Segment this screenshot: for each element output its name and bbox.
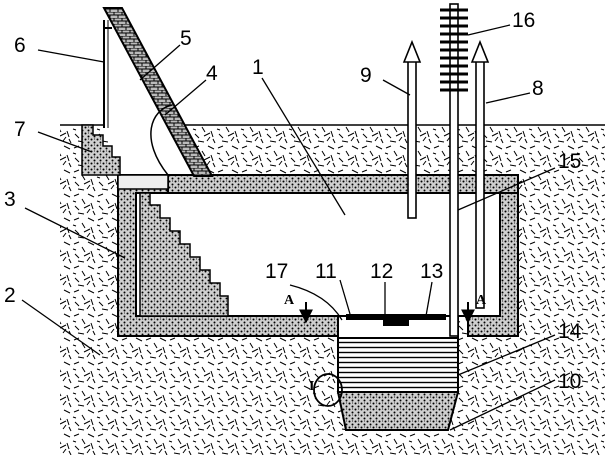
label-4: 4 [206,62,218,85]
label-2: 2 [4,284,16,307]
label-14: 14 [558,320,582,343]
label-13: 13 [420,260,443,283]
hatch-sill [117,174,169,190]
brush-16 [440,8,468,92]
label-1: 1 [252,56,264,79]
section-arrow-right [458,302,480,324]
label-7: 7 [14,118,26,141]
outer-steps [81,124,121,176]
detail-circle [313,373,343,407]
label-5: 5 [180,27,192,50]
tank-bottom [336,391,460,431]
label-6: 6 [14,34,26,57]
label-15: 15 [558,150,581,173]
leader-lines [21,24,556,431]
label-3: 3 [4,188,16,211]
tank-lid [346,314,446,320]
section-label-left: A [284,293,295,308]
detail-label: I [309,379,314,394]
section-label-right: A [476,293,487,308]
label-12: 12 [370,260,393,283]
vent-pipe-15 [449,3,459,337]
label-10: 10 [558,370,581,393]
tank-handle [383,320,409,326]
door-leaf [102,7,214,177]
label-8: 8 [532,77,544,100]
roof-slab [167,174,519,194]
label-16: 16 [512,9,535,32]
label-11: 11 [315,260,337,283]
vent-pipe-9 [402,39,422,219]
vent-pipe-8 [470,39,490,309]
label-9: 9 [360,64,372,87]
rope [150,104,173,176]
inner-stairs [139,192,229,317]
section-arrow-left [296,302,318,324]
label-17: 17 [265,260,288,283]
